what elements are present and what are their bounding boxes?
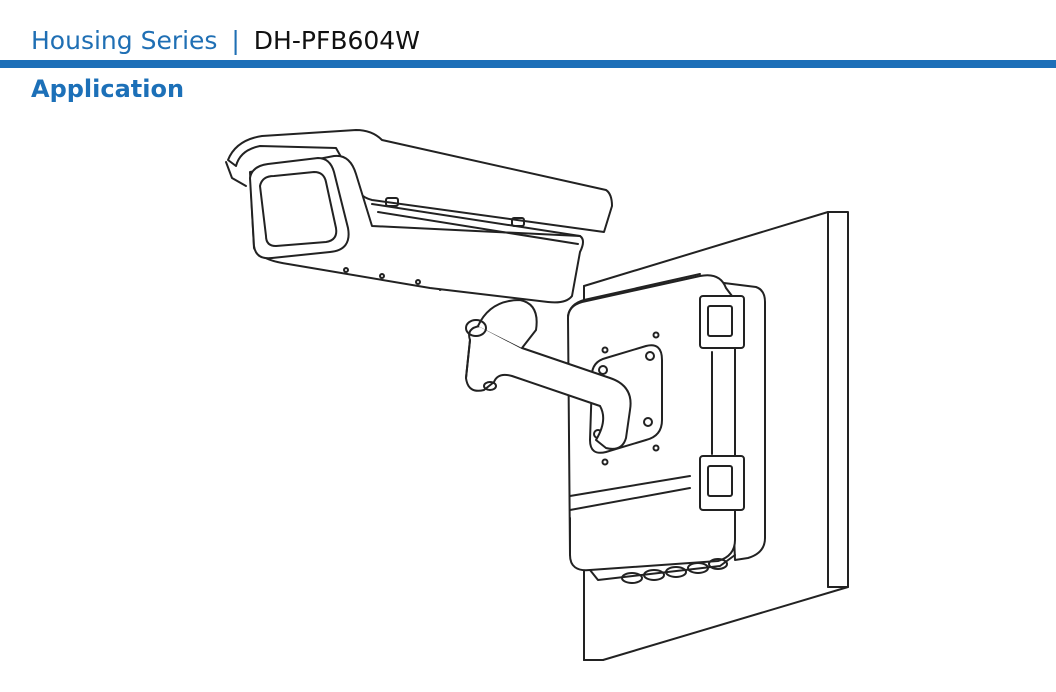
model-number: DH-PFB604W — [253, 26, 420, 55]
header-separator: | — [231, 26, 240, 55]
header-rule — [0, 60, 1056, 68]
camera-housing — [225, 129, 613, 304]
housing-illustration-svg — [225, 129, 849, 661]
page-header: Housing Series | DH-PFB604W — [31, 24, 420, 58]
section-title: Application — [31, 75, 185, 103]
series-title: Housing Series — [31, 26, 218, 55]
housing-illustration — [0, 110, 1056, 692]
